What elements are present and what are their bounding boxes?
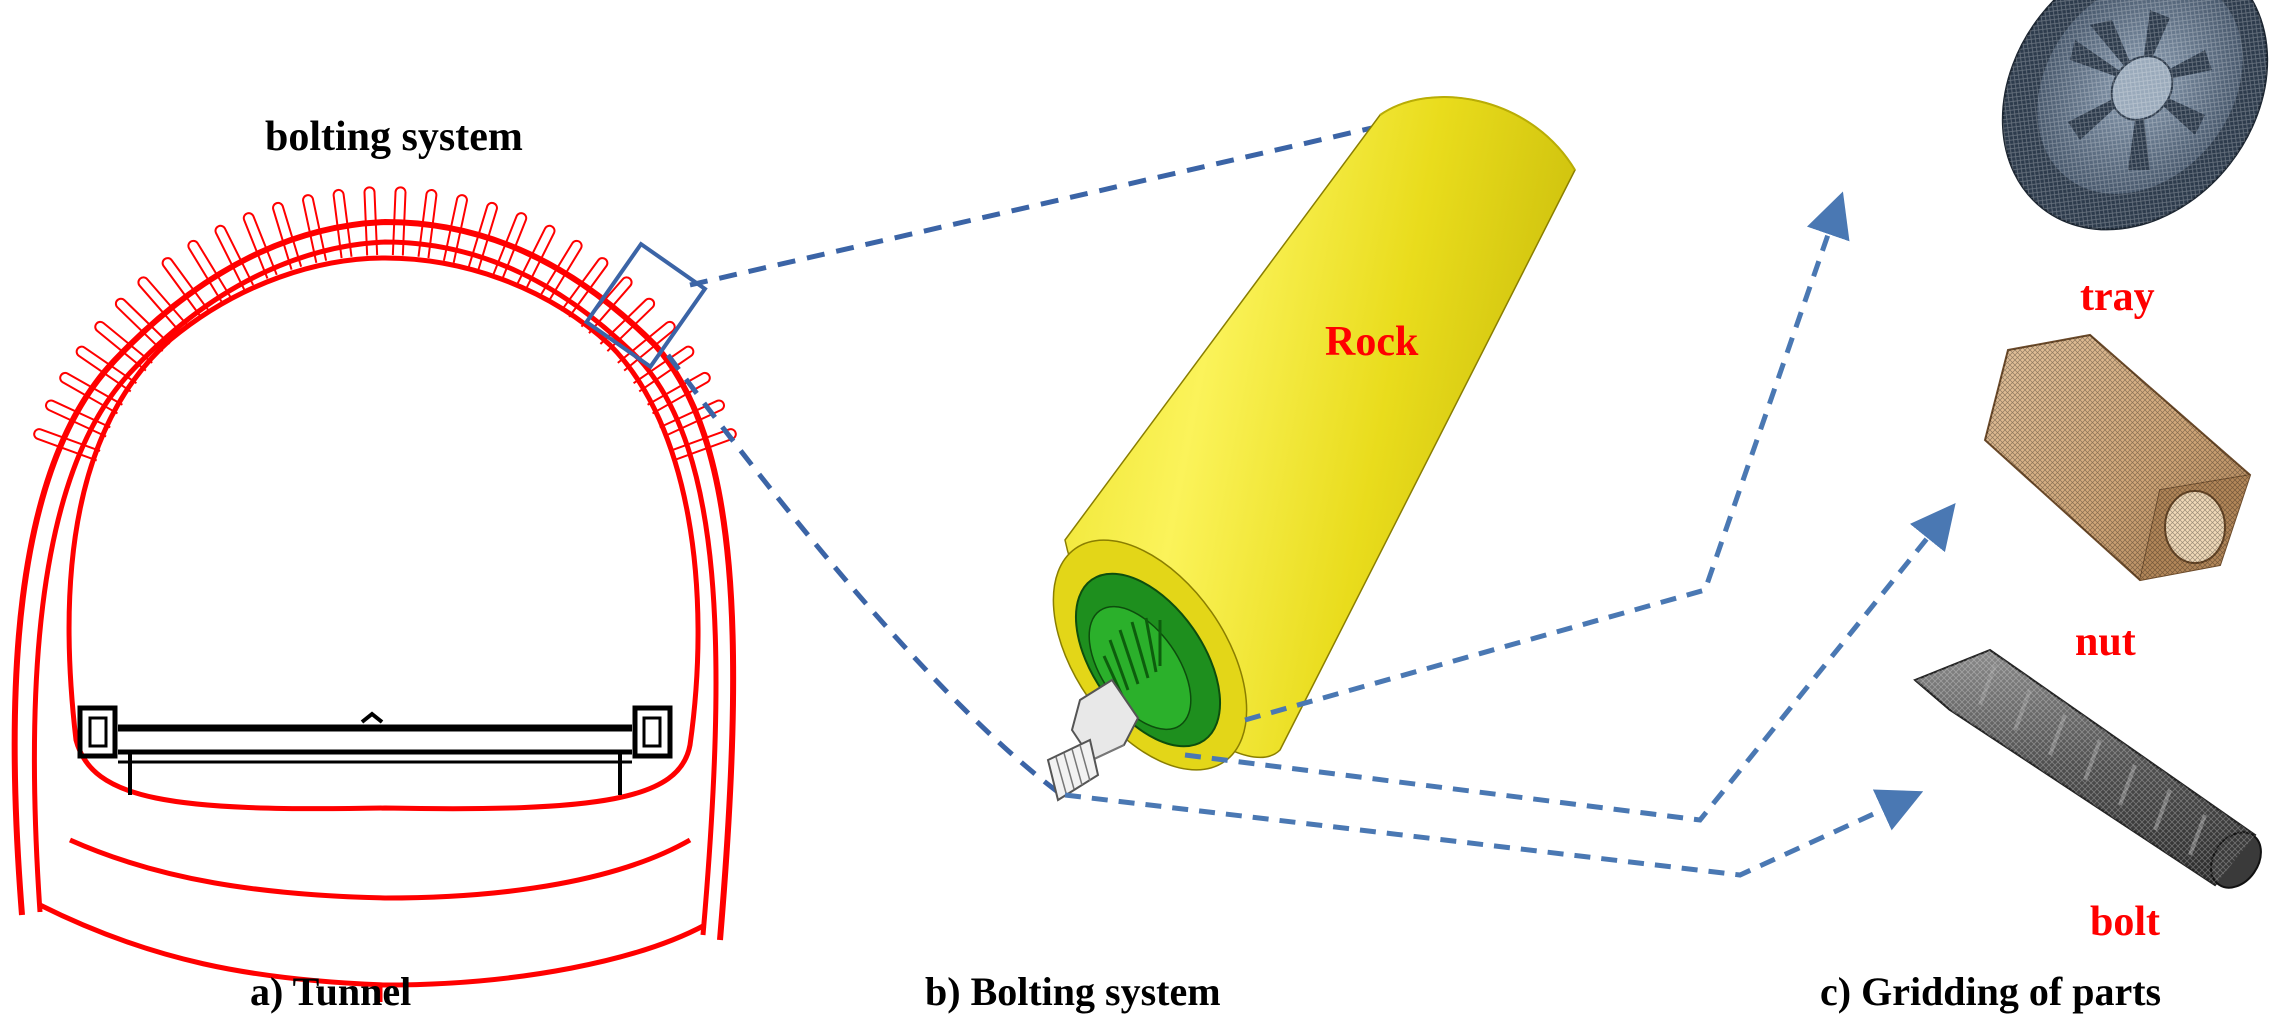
- rock-bolt: [467, 201, 498, 270]
- rock-bolt: [599, 297, 656, 352]
- rock-bolt: [137, 276, 190, 334]
- caption-c: c) Gridding of parts: [1820, 969, 2161, 1014]
- rock-bolt: [492, 212, 528, 279]
- invert-arch: [38, 902, 707, 988]
- bolting-system-title: bolting system: [265, 114, 523, 160]
- nut-and-bolt-3d: [1046, 678, 1140, 802]
- detail-link-lines: [665, 107, 1451, 798]
- rock-bolt: [114, 297, 171, 352]
- caption-a: a) Tunnel: [250, 969, 411, 1014]
- rock-bolt: [391, 186, 407, 256]
- part-arrows: [1064, 191, 1956, 878]
- bolt-label: bolt: [2090, 899, 2160, 945]
- nut-mesh: [1983, 333, 2252, 582]
- rock-bolt: [332, 188, 353, 259]
- rock-bolt: [302, 194, 328, 263]
- invert-arch-inner: [68, 837, 692, 901]
- inner-lining: [66, 255, 701, 812]
- outer-lining: [11, 218, 737, 941]
- road-slab: [77, 705, 673, 795]
- rock-bolt: [214, 224, 255, 290]
- rock-bolt: [580, 276, 633, 334]
- outer-lining-inner: [31, 239, 719, 936]
- rock-bolt: [442, 194, 468, 263]
- rock-bolt: [75, 345, 137, 393]
- tunnel-diagram: bolting system: [11, 114, 737, 1002]
- rock-label: Rock: [1325, 319, 1419, 365]
- rock-bolt: [617, 320, 676, 372]
- arrow-to-nut: [1184, 502, 1956, 823]
- rock-bolt: [161, 257, 210, 318]
- detail-box: [583, 241, 708, 370]
- rock-bolt: [560, 257, 609, 318]
- rock-bolt: [659, 399, 725, 438]
- tray-label: tray: [2080, 274, 2155, 320]
- rock-bolt: [538, 239, 583, 303]
- rock-bolt: [187, 239, 232, 303]
- rock-bolt: [45, 399, 111, 438]
- arrow-to-bolt: [1064, 789, 1924, 878]
- caption-b: b) Bolting system: [925, 969, 1221, 1014]
- rock-bolt: [363, 186, 379, 256]
- rock-bolt: [647, 371, 711, 415]
- rock-bolt: [515, 224, 556, 290]
- nut-label: nut: [2075, 619, 2136, 665]
- rock-bolt: [59, 372, 123, 415]
- rock-bolt: [242, 212, 278, 279]
- bolting-system-model: Rock: [1046, 96, 1576, 802]
- rock-bolt: [633, 345, 695, 393]
- tray-mesh: [2001, 0, 2269, 231]
- rock-bolt: [272, 201, 303, 270]
- rock-bolt: [33, 428, 101, 462]
- rock-bolt: [417, 188, 438, 259]
- rock-bolts: [33, 186, 737, 462]
- rock-bolt: [94, 320, 153, 372]
- bolt-mesh: [1913, 648, 2262, 889]
